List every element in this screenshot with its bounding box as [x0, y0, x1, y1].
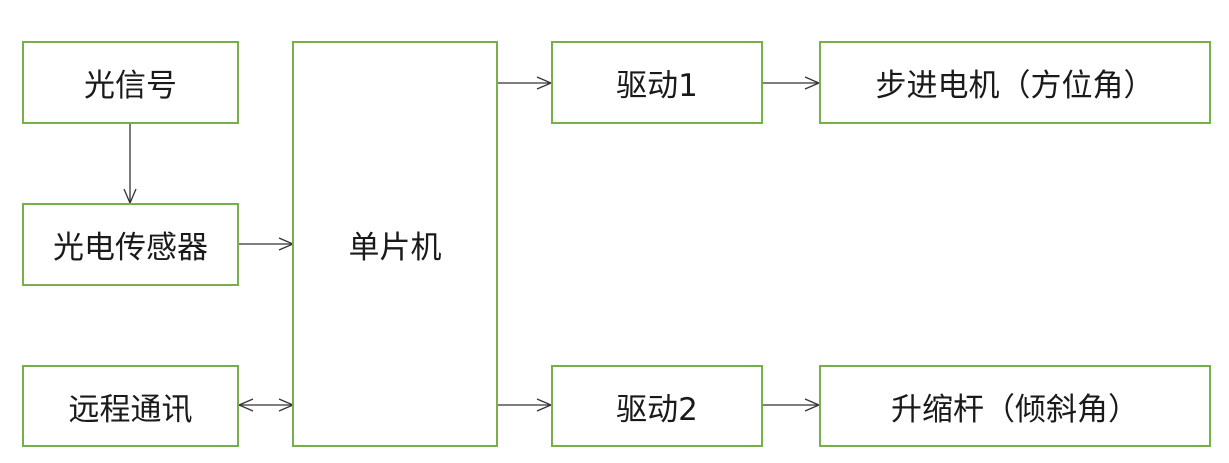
- node-photo-sensor: 光电传感器: [22, 203, 239, 286]
- node-actuator: 升缩杆（倾斜角）: [819, 365, 1211, 447]
- node-stepper-motor: 步进电机（方位角）: [819, 41, 1211, 124]
- node-driver2: 驱动2: [551, 365, 763, 447]
- node-mcu: 单片机: [292, 41, 498, 447]
- node-driver1: 驱动1: [551, 41, 763, 124]
- node-remote-comm: 远程通讯: [22, 365, 239, 447]
- node-light-signal: 光信号: [22, 41, 239, 124]
